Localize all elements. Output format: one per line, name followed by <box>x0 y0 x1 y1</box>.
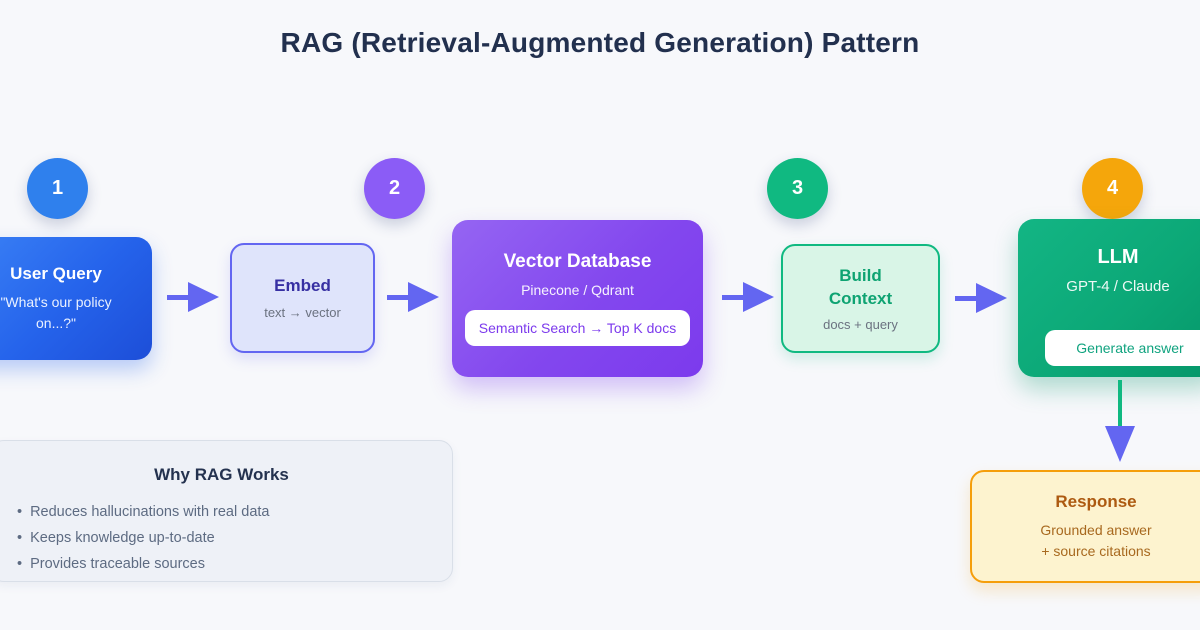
generate-answer-badge: Generate answer <box>1045 330 1200 366</box>
benefit-list: • Reduces hallucinations with real data •… <box>0 499 452 577</box>
step-badge-2: 2 <box>364 158 425 219</box>
flow-arrow-right-icon <box>722 282 774 312</box>
list-item-text: Keeps knowledge up-to-date <box>30 530 215 546</box>
node-title: Vector Database <box>503 251 652 272</box>
arrow-head <box>188 282 219 312</box>
node-response: Response Grounded answer + source citati… <box>970 470 1200 583</box>
node-vector-database: Vector Database Pinecone / Qdrant Semant… <box>452 220 703 377</box>
list-item: • Provides traceable sources <box>17 551 452 577</box>
step-badge-1: 1 <box>27 158 88 219</box>
semantic-search-badge: Semantic Search → Top K docs <box>464 310 691 346</box>
bullet-icon: • <box>17 530 23 546</box>
node-subtitle: GPT-4 / Claude <box>1066 278 1170 295</box>
arrow-head <box>743 282 774 312</box>
arrow-stem <box>387 295 411 300</box>
arrow-stem <box>955 296 979 301</box>
list-item: • Reduces hallucinations with real data <box>17 499 452 525</box>
node-title: Build Context <box>828 265 893 308</box>
panel-title: Why RAG Works <box>154 465 289 484</box>
node-title: LLM <box>1097 246 1139 268</box>
arrow-head <box>1105 426 1135 462</box>
step-badge-3: 3 <box>767 158 828 219</box>
why-rag-works-panel: Why RAG Works • Reduces hallucinations wi… <box>0 440 453 582</box>
arrow-head <box>408 282 439 312</box>
flow-arrow-right-icon <box>387 282 439 312</box>
node-build-context: Build Context docs + query <box>781 244 940 353</box>
bullet-icon: • <box>17 556 23 572</box>
node-title: User Query <box>10 263 102 283</box>
node-embed: Embed text → vector <box>230 243 375 353</box>
node-user-query: User Query "What's our policy on...?" <box>0 237 152 360</box>
response-line-1: Grounded answer <box>1040 521 1152 538</box>
flow-arrow-right-icon <box>167 282 219 312</box>
node-llm: LLM GPT-4 / Claude Generate answer <box>1018 219 1200 377</box>
response-line-2: + source citations <box>1041 542 1151 559</box>
step-badge-4: 4 <box>1082 158 1143 219</box>
node-title: Response <box>1055 491 1137 511</box>
arrow-stem <box>1118 380 1122 428</box>
flow-arrow-right-icon <box>955 283 1007 313</box>
node-subtitle: text → vector <box>264 305 341 320</box>
page-title: RAG (Retrieval-Augmented Generation) Pat… <box>280 27 920 58</box>
flow-arrow-down-icon <box>1103 380 1137 462</box>
list-item-text: Reduces hallucinations with real data <box>30 504 270 520</box>
node-subtitle: Pinecone / Qdrant <box>521 282 634 298</box>
node-title: Embed <box>274 276 331 295</box>
list-item: • Keeps knowledge up-to-date <box>17 525 452 551</box>
node-subtitle: Grounded answer + source citations <box>1040 520 1151 562</box>
arrow-head <box>976 283 1007 313</box>
node-subtitle: docs + query <box>823 317 898 333</box>
arrow-stem <box>167 295 191 300</box>
node-subtitle: "What's our policy on...?" <box>0 293 112 331</box>
list-item-text: Provides traceable sources <box>30 556 205 572</box>
arrow-stem <box>722 295 746 300</box>
bullet-icon: • <box>17 504 23 520</box>
